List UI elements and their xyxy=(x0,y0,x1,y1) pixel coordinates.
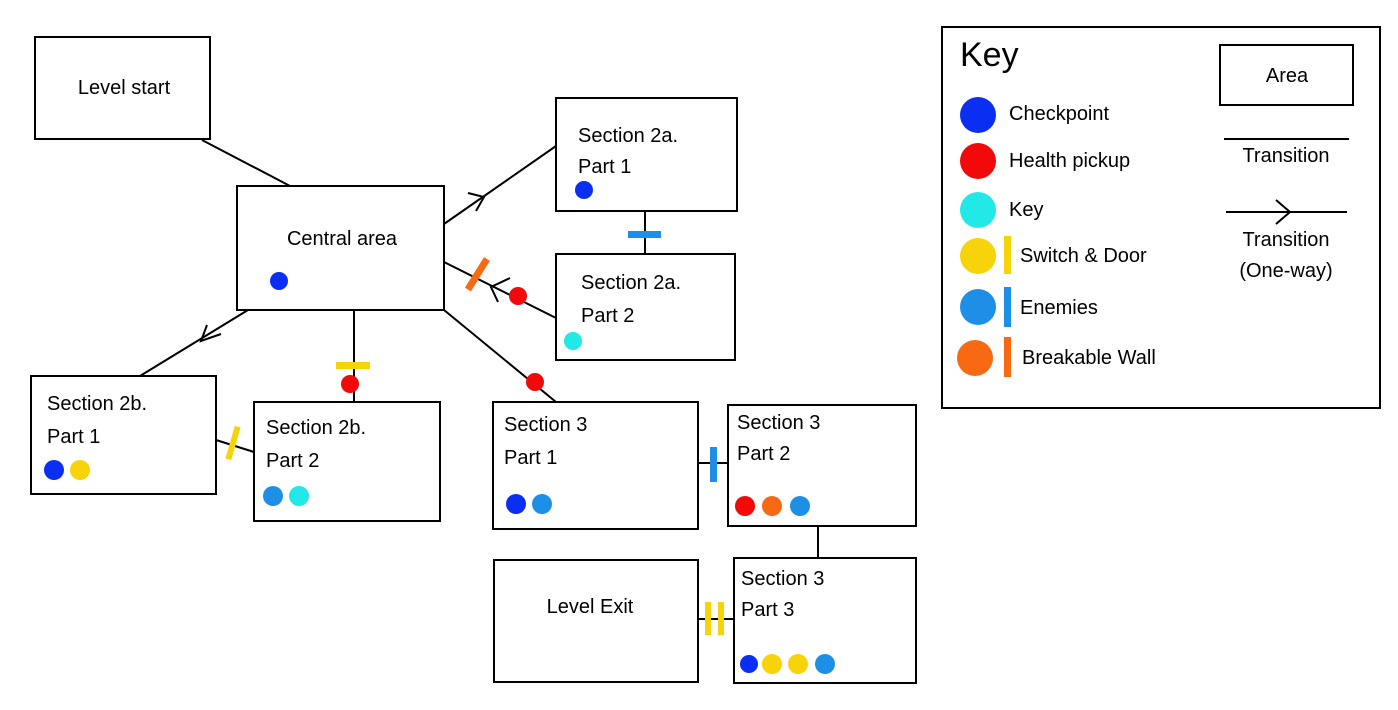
node-section-3-part-3: Section 3 Part 3 xyxy=(733,557,917,684)
node-label: Section 3 xyxy=(741,568,824,590)
legend-item-label: Checkpoint xyxy=(1009,103,1110,125)
arrow-head-icon xyxy=(1275,199,1292,225)
legend-oneway-label: (One-way) xyxy=(1239,260,1332,282)
door-icon xyxy=(225,425,241,461)
health-pickup-icon xyxy=(509,287,527,305)
door-icon xyxy=(705,602,711,635)
arrow-head-icon xyxy=(489,277,511,303)
node-label: Part 3 xyxy=(741,599,794,621)
edge-markers xyxy=(225,231,724,635)
node-label: Level start xyxy=(78,77,171,99)
edges xyxy=(139,139,819,620)
node-section-2b-part-1: Section 2b. Part 1 xyxy=(30,375,217,495)
health-pickup-icon xyxy=(526,373,544,391)
node-section-3-part-2: Section 3 Part 2 xyxy=(727,404,917,527)
door-icon xyxy=(718,602,724,635)
legend-item-label: Key xyxy=(1009,199,1043,221)
arrow-head-icon xyxy=(199,324,222,343)
edge-start-central xyxy=(201,139,291,187)
node-label: Part 1 xyxy=(504,447,557,469)
node-label: Section 3 xyxy=(737,412,820,434)
enemies-icon xyxy=(532,494,552,514)
node-section-2a-part-1: Section 2a. Part 1 xyxy=(555,97,738,212)
checkpoint-icon xyxy=(270,272,288,290)
edge-central-2b1 xyxy=(139,309,249,377)
legend: Key Area Transition Transition (One-way)… xyxy=(941,26,1381,409)
node-label: Level Exit xyxy=(547,596,634,618)
node-label: Section 2a. xyxy=(581,272,681,294)
enemies-barrier-icon xyxy=(628,231,661,238)
node-label: Part 2 xyxy=(266,450,319,472)
arrow-head-icon xyxy=(467,192,486,212)
legend-area-sample xyxy=(1219,44,1354,106)
legend-title: Key xyxy=(960,36,1019,74)
switch-icon xyxy=(762,654,782,674)
switch-icon xyxy=(70,460,90,480)
enemies-icon xyxy=(960,289,996,325)
node-label: Section 2a. xyxy=(578,125,678,147)
node-label: Part 1 xyxy=(578,156,631,178)
breakable-wall-barrier-icon xyxy=(1004,337,1011,377)
edge-central-2a1 xyxy=(443,145,557,225)
node-section-3-part-1: Section 3 Part 1 xyxy=(492,401,699,530)
enemies-barrier-icon xyxy=(710,447,717,482)
node-label: Part 2 xyxy=(581,305,634,327)
enemies-icon xyxy=(790,496,810,516)
switch-icon xyxy=(960,238,996,274)
legend-area-label: Area xyxy=(1266,65,1309,87)
legend-oneway-label: Transition xyxy=(1242,229,1329,251)
switch-icon xyxy=(788,654,808,674)
legend-item-label: Health pickup xyxy=(1009,150,1130,172)
node-label: Section 2b. xyxy=(47,393,147,415)
edge-2a2-central xyxy=(443,261,557,319)
checkpoint-icon xyxy=(740,655,758,673)
health-pickup-icon xyxy=(341,375,359,393)
arrowheads xyxy=(199,192,511,343)
node-level-start: Level start xyxy=(34,36,211,140)
legend-item-label: Switch & Door xyxy=(1020,245,1147,267)
breakable-wall-icon xyxy=(762,496,782,516)
door-icon xyxy=(336,362,370,369)
node-section-2b-part-2: Section 2b. Part 2 xyxy=(253,401,441,522)
node-label: Section 2b. xyxy=(266,417,366,439)
key-icon xyxy=(564,332,582,350)
health-pickup-icon xyxy=(735,496,755,516)
node-label: Part 1 xyxy=(47,426,100,448)
checkpoint-icon xyxy=(960,97,996,133)
node-label: Section 3 xyxy=(504,414,587,436)
node-central-area: Central area xyxy=(236,185,445,311)
key-icon xyxy=(289,486,309,506)
legend-item-label: Enemies xyxy=(1020,297,1098,319)
legend-item-label: Breakable Wall xyxy=(1022,347,1156,369)
door-icon xyxy=(1004,236,1011,274)
node-label: Central area xyxy=(287,228,398,250)
checkpoint-icon xyxy=(44,460,64,480)
key-icon xyxy=(960,192,996,228)
node-level-exit: Level Exit xyxy=(493,559,699,683)
health-pickup-icon xyxy=(960,143,996,179)
enemies-barrier-icon xyxy=(1004,287,1011,327)
breakable-wall-icon xyxy=(464,257,490,292)
checkpoint-icon xyxy=(506,494,526,514)
breakable-wall-icon xyxy=(957,340,993,376)
node-section-2a-part-2: Section 2a. Part 2 xyxy=(555,253,736,361)
legend-transition-label: Transition xyxy=(1242,145,1329,167)
enemies-icon xyxy=(815,654,835,674)
checkpoint-icon xyxy=(575,181,593,199)
enemies-icon xyxy=(263,486,283,506)
node-label: Part 2 xyxy=(737,443,790,465)
